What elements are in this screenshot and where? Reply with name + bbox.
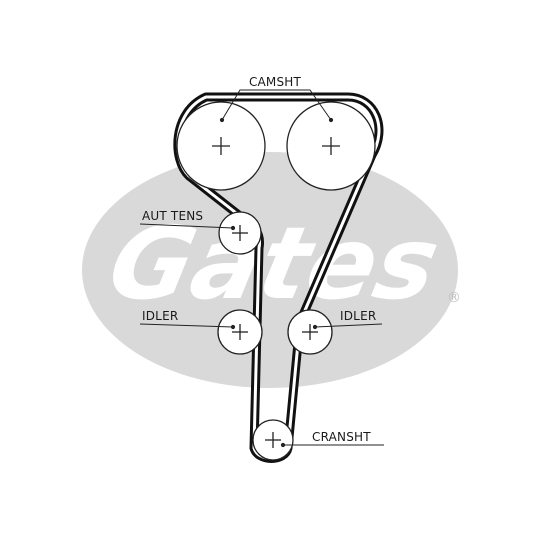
pulley-camshaft-left (176, 101, 266, 191)
pulley-camshaft-right (286, 101, 376, 191)
label-idler-left: IDLER (142, 309, 178, 323)
watermark-oval (82, 152, 458, 388)
label-idler-right: IDLER (340, 309, 376, 323)
label-camshaft: CAMSHT (249, 75, 302, 89)
label-crankshaft: CRANSHT (312, 430, 371, 444)
watermark-registered-mark: ® (447, 290, 461, 306)
pulley-idler-left (217, 309, 263, 355)
gates-watermark: Gates ® (82, 152, 461, 388)
pulley-crankshaft (252, 419, 294, 461)
leader-camshaft (221, 89, 332, 121)
leader-lines (139, 89, 384, 448)
leader-auto-tensioner (139, 223, 234, 229)
pulley-idler-right (287, 309, 333, 355)
label-auto-tensioner: AUT TENS (142, 209, 203, 223)
leader-idler-left (139, 323, 234, 328)
pulley-auto-tensioner (218, 211, 262, 255)
leader-idler-right (314, 323, 383, 328)
